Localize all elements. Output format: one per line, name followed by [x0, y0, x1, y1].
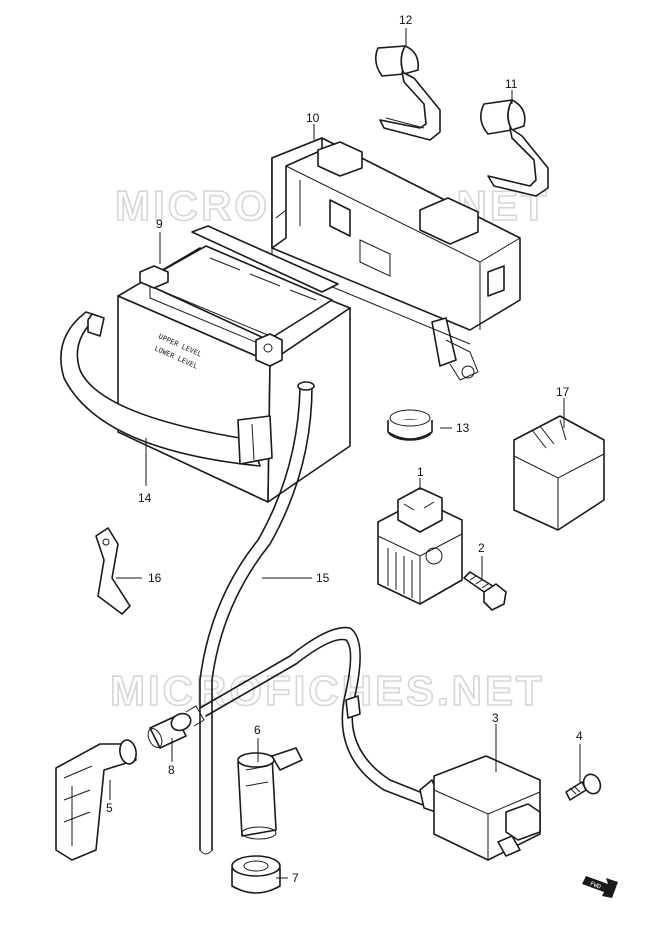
part-17-cover[interactable] [513, 415, 605, 531]
part-15-hose-stub [199, 655, 297, 717]
callout-15: 15 [316, 571, 330, 585]
callout-11: 11 [505, 77, 518, 91]
callout-labels: 12 11 10 9 17 13 14 1 2 16 15 3 6 4 8 5 … [106, 13, 583, 885]
callout-16: 16 [148, 571, 162, 585]
callout-17: 17 [556, 385, 570, 399]
part-10-junction-box[interactable] [271, 137, 521, 381]
part-11-clamp[interactable] [480, 99, 549, 197]
callout-2: 2 [478, 541, 485, 555]
callout-5: 5 [106, 801, 113, 815]
part-16-bracket[interactable] [95, 527, 131, 615]
callout-9: 9 [156, 217, 163, 231]
part-13-grommet[interactable] [387, 409, 433, 441]
watermark-bottom: MICROFICHES.NET [110, 667, 545, 714]
callout-1: 1 [417, 465, 424, 479]
part-6-boot[interactable] [237, 747, 303, 840]
part-12-clamp[interactable] [374, 45, 441, 141]
fwd-arrow-icon: FWD [582, 876, 618, 898]
part-1-regulator[interactable] [377, 487, 463, 605]
part-2-bolt[interactable] [463, 571, 507, 611]
fwd-label: FWD [589, 880, 602, 890]
part-4-screw[interactable] [565, 772, 603, 801]
part-7-grommet[interactable] [231, 855, 281, 894]
part-5-plug-cap[interactable] [55, 739, 138, 861]
part-14-battery-band[interactable] [60, 311, 273, 467]
callout-10: 10 [306, 111, 320, 125]
leader-lines [109, 28, 581, 879]
callout-12: 12 [399, 13, 413, 27]
part-3-ignition-coil[interactable] [289, 626, 541, 861]
callout-6: 6 [254, 723, 261, 737]
part-15-breather-hose[interactable] [199, 381, 315, 855]
callout-4: 4 [576, 729, 583, 743]
callout-13: 13 [456, 421, 470, 435]
part-8-cap[interactable] [145, 705, 205, 750]
callout-7: 7 [292, 871, 299, 885]
callout-8: 8 [168, 763, 175, 777]
callout-14: 14 [138, 491, 152, 505]
callout-3: 3 [492, 711, 499, 725]
